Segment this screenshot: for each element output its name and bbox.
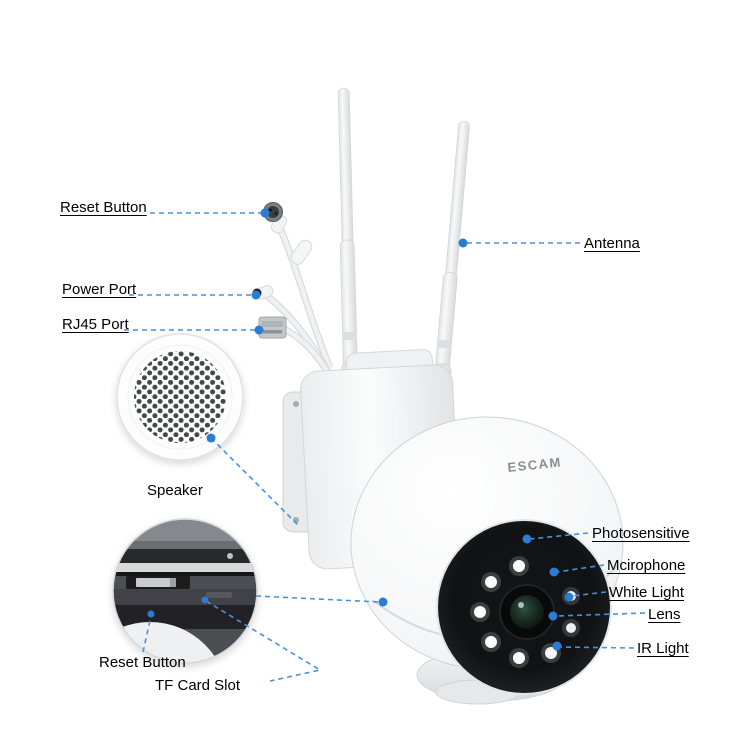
label-power-port: Power Port [62, 281, 137, 298]
brand-logo: ESCAM [507, 454, 563, 475]
callout-dot [378, 597, 388, 607]
callout-dot [260, 208, 270, 218]
label-reset-button-top: Reset Button [60, 199, 147, 216]
label-photosensitive: Photosensitive [592, 525, 690, 542]
speaker-grille [134, 351, 226, 443]
callout-dot [548, 611, 558, 621]
leader-ir-light [559, 646, 635, 649]
label-rj45-port: RJ45 Port [62, 316, 129, 333]
callout-dots [147, 208, 574, 651]
label-ir-light: IR Light [637, 640, 689, 657]
tf-card-detail-photo [113, 519, 257, 663]
label-white-light: White Light [609, 584, 685, 601]
leader-speaker [210, 437, 301, 528]
leader-photosensitive [529, 532, 589, 540]
label-microphone: Mcirophone [607, 557, 686, 574]
callout-dot [458, 238, 468, 248]
callout-dot [552, 641, 562, 651]
label-tf-card-slot: TF Card Slot [155, 677, 241, 694]
cable-bundle [261, 219, 334, 378]
callout-lines [124, 212, 646, 682]
camera-face [436, 519, 612, 695]
callout-dot [549, 567, 559, 577]
leader-tf-circle [255, 595, 380, 603]
tf-card-detail-circle [112, 518, 258, 664]
label-lens: Lens [648, 606, 681, 623]
callout-dot [254, 325, 264, 335]
callout-dot [522, 534, 532, 544]
label-reset-button-bottom: Reset Button [99, 654, 186, 671]
label-speaker: Speaker [147, 482, 203, 499]
reset-button-connector [263, 202, 288, 234]
label-antenna: Antenna [584, 235, 640, 252]
callout-dot [206, 433, 216, 443]
leader-reset-button-bottom [142, 615, 152, 653]
callout-dot [564, 592, 574, 602]
antenna-left [337, 87, 361, 397]
antenna-right [430, 120, 470, 399]
callout-dot [147, 610, 155, 618]
callout-dot [251, 290, 261, 300]
leader-lens [555, 612, 646, 617]
leader-white-light [571, 591, 607, 597]
callout-dot [201, 596, 209, 604]
leader-microphone [556, 564, 605, 573]
rj45-port-connector [258, 316, 287, 339]
speaker-detail-circle [116, 333, 244, 461]
lens-assembly [499, 584, 555, 640]
led-ring [470, 556, 580, 668]
